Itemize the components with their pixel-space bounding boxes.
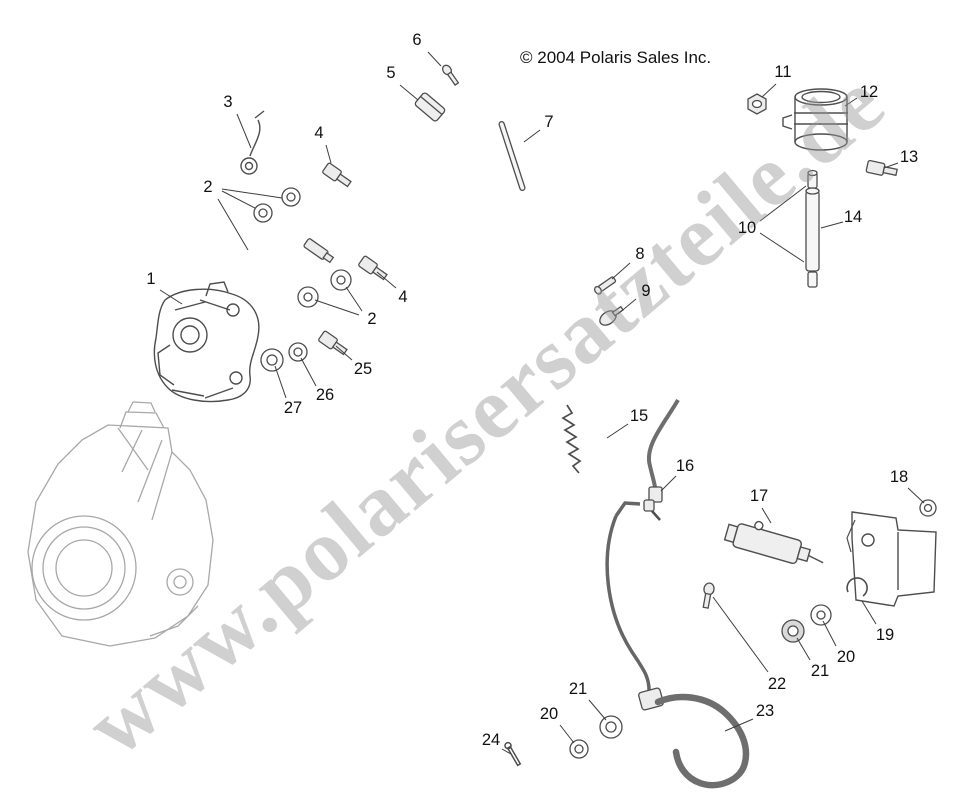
brake-hose-drawing [240,110,265,175]
callout-22: 22 [767,674,787,693]
pin-drawing [593,276,617,295]
callout-8: 8 [635,244,645,263]
tube-drawing [805,169,820,288]
reservoir-drawing [782,88,848,151]
callout-18: 18 [889,467,909,486]
callout-1: 1 [146,269,156,288]
callout-16: 16 [675,456,695,475]
callout-14: 14 [843,207,863,226]
callout-21: 21 [810,661,830,680]
pedal-drawing [638,687,750,789]
elbow-fitting-drawing [643,486,663,521]
callout-26: 26 [315,385,335,404]
callout-12: 12 [859,82,879,101]
callout-5: 5 [386,63,396,82]
callout-25: 25 [353,359,373,378]
washers-drawing [253,187,937,759]
copyright-notice: © 2004 Polaris Sales Inc. [520,48,712,67]
callout-6: 6 [412,30,422,49]
brake-rod-drawing [605,501,651,695]
callout-19: 19 [875,625,895,644]
callout-2: 2 [203,177,213,196]
callout-11: 11 [774,62,792,81]
upper-hose-drawing [646,398,680,488]
callout-21: 21 [568,679,588,698]
callout-2: 2 [367,309,377,328]
small-bolt-drawing [441,64,460,86]
callout-9: 9 [641,281,651,300]
circlip-drawing [846,577,868,597]
callout-15: 15 [629,406,649,425]
cotter-pin-drawing [504,741,522,767]
bracket-drawing [846,511,937,607]
callout-20: 20 [539,704,559,723]
master-cylinder-drawing [723,520,824,565]
hex-bolts-drawing [318,159,898,609]
hex-nut-drawing [747,93,767,115]
spring-drawing [561,404,582,474]
callout-4: 4 [398,287,408,306]
rod-pin-drawing [498,120,526,192]
fitting-block-drawing [414,92,446,122]
callout-4: 4 [314,123,324,142]
callout-17: 17 [749,486,769,505]
callout-13: 13 [899,147,919,166]
banjo-fitting-drawing [303,238,335,264]
callout-24: 24 [481,730,501,749]
gearcase-drawing [27,401,214,647]
caliper-drawing [153,281,260,403]
callout-3: 3 [223,92,233,111]
bushing-drawing [781,619,805,643]
callout-7: 7 [544,112,554,131]
callout-23: 23 [755,701,775,720]
grease-fitting-drawing [599,305,624,326]
callout-20: 20 [836,647,856,666]
callout-10: 10 [737,218,757,237]
callout-27: 27 [283,398,303,417]
leader-lines [159,51,925,755]
